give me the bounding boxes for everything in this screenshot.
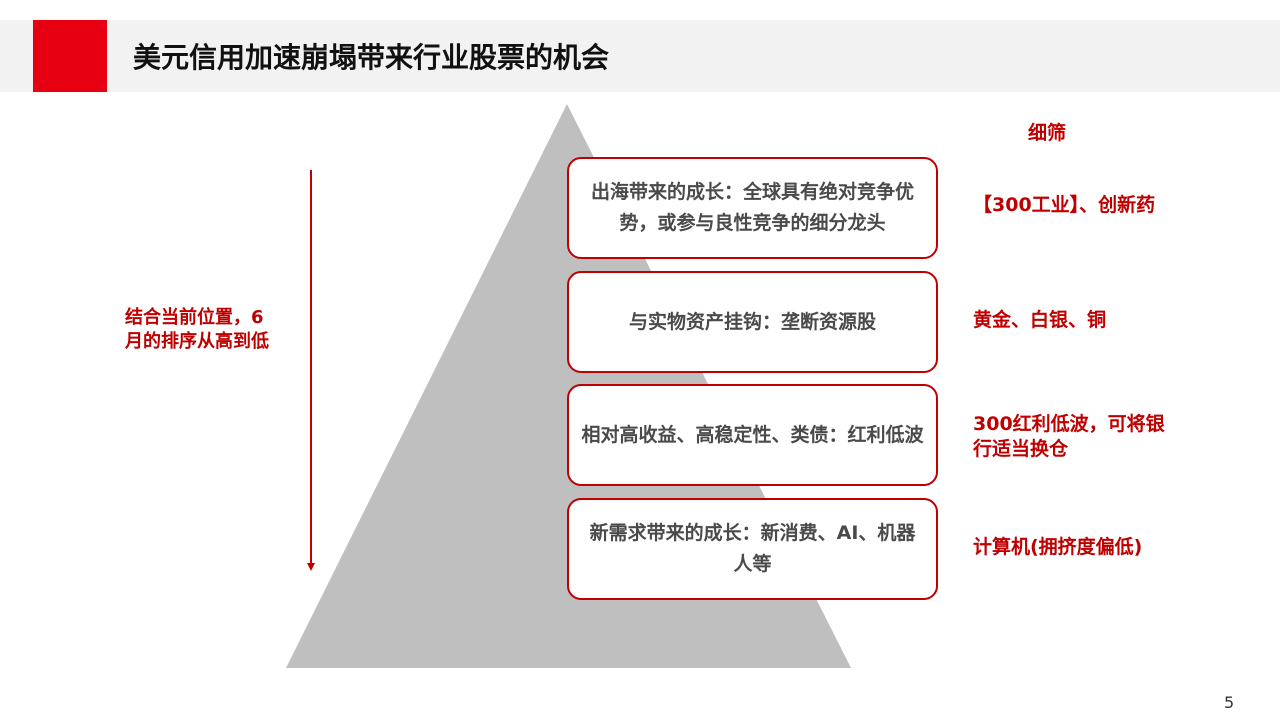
- header-bar: [0, 20, 1280, 92]
- tier-box-high-dividend: 相对高收益、高稳定性、类债：红利低波: [567, 384, 938, 486]
- header-accent-block: [33, 20, 107, 92]
- tier-box-physical-assets: 与实物资产挂钩：垄断资源股: [567, 271, 938, 373]
- ranking-note: 结合当前位置，6月的排序从高到低: [125, 307, 269, 352]
- tier-note-overseas-growth: 【300工业】、创新药: [973, 194, 1156, 216]
- tier-note-high-dividend: 300红利低波，可将银行适当换仓: [973, 413, 1165, 460]
- slide-title: 美元信用加速崩塌带来行业股票的机会: [133, 41, 610, 74]
- ranking-arrow-head: [307, 563, 315, 571]
- tier-note-new-demand-growth: 计算机(拥挤度偏低): [973, 536, 1143, 558]
- tier-note-physical-assets: 黄金、白银、铜: [973, 309, 1107, 331]
- tier-box-new-demand-growth: 新需求带来的成长：新消费、AI、机器人等: [567, 498, 938, 600]
- filter-heading: 细筛: [1028, 122, 1067, 144]
- tier-box-overseas-growth: 出海带来的成长：全球具有绝对竞争优势，或参与良性竞争的细分龙头: [567, 157, 938, 259]
- page-number: 5: [1224, 693, 1235, 712]
